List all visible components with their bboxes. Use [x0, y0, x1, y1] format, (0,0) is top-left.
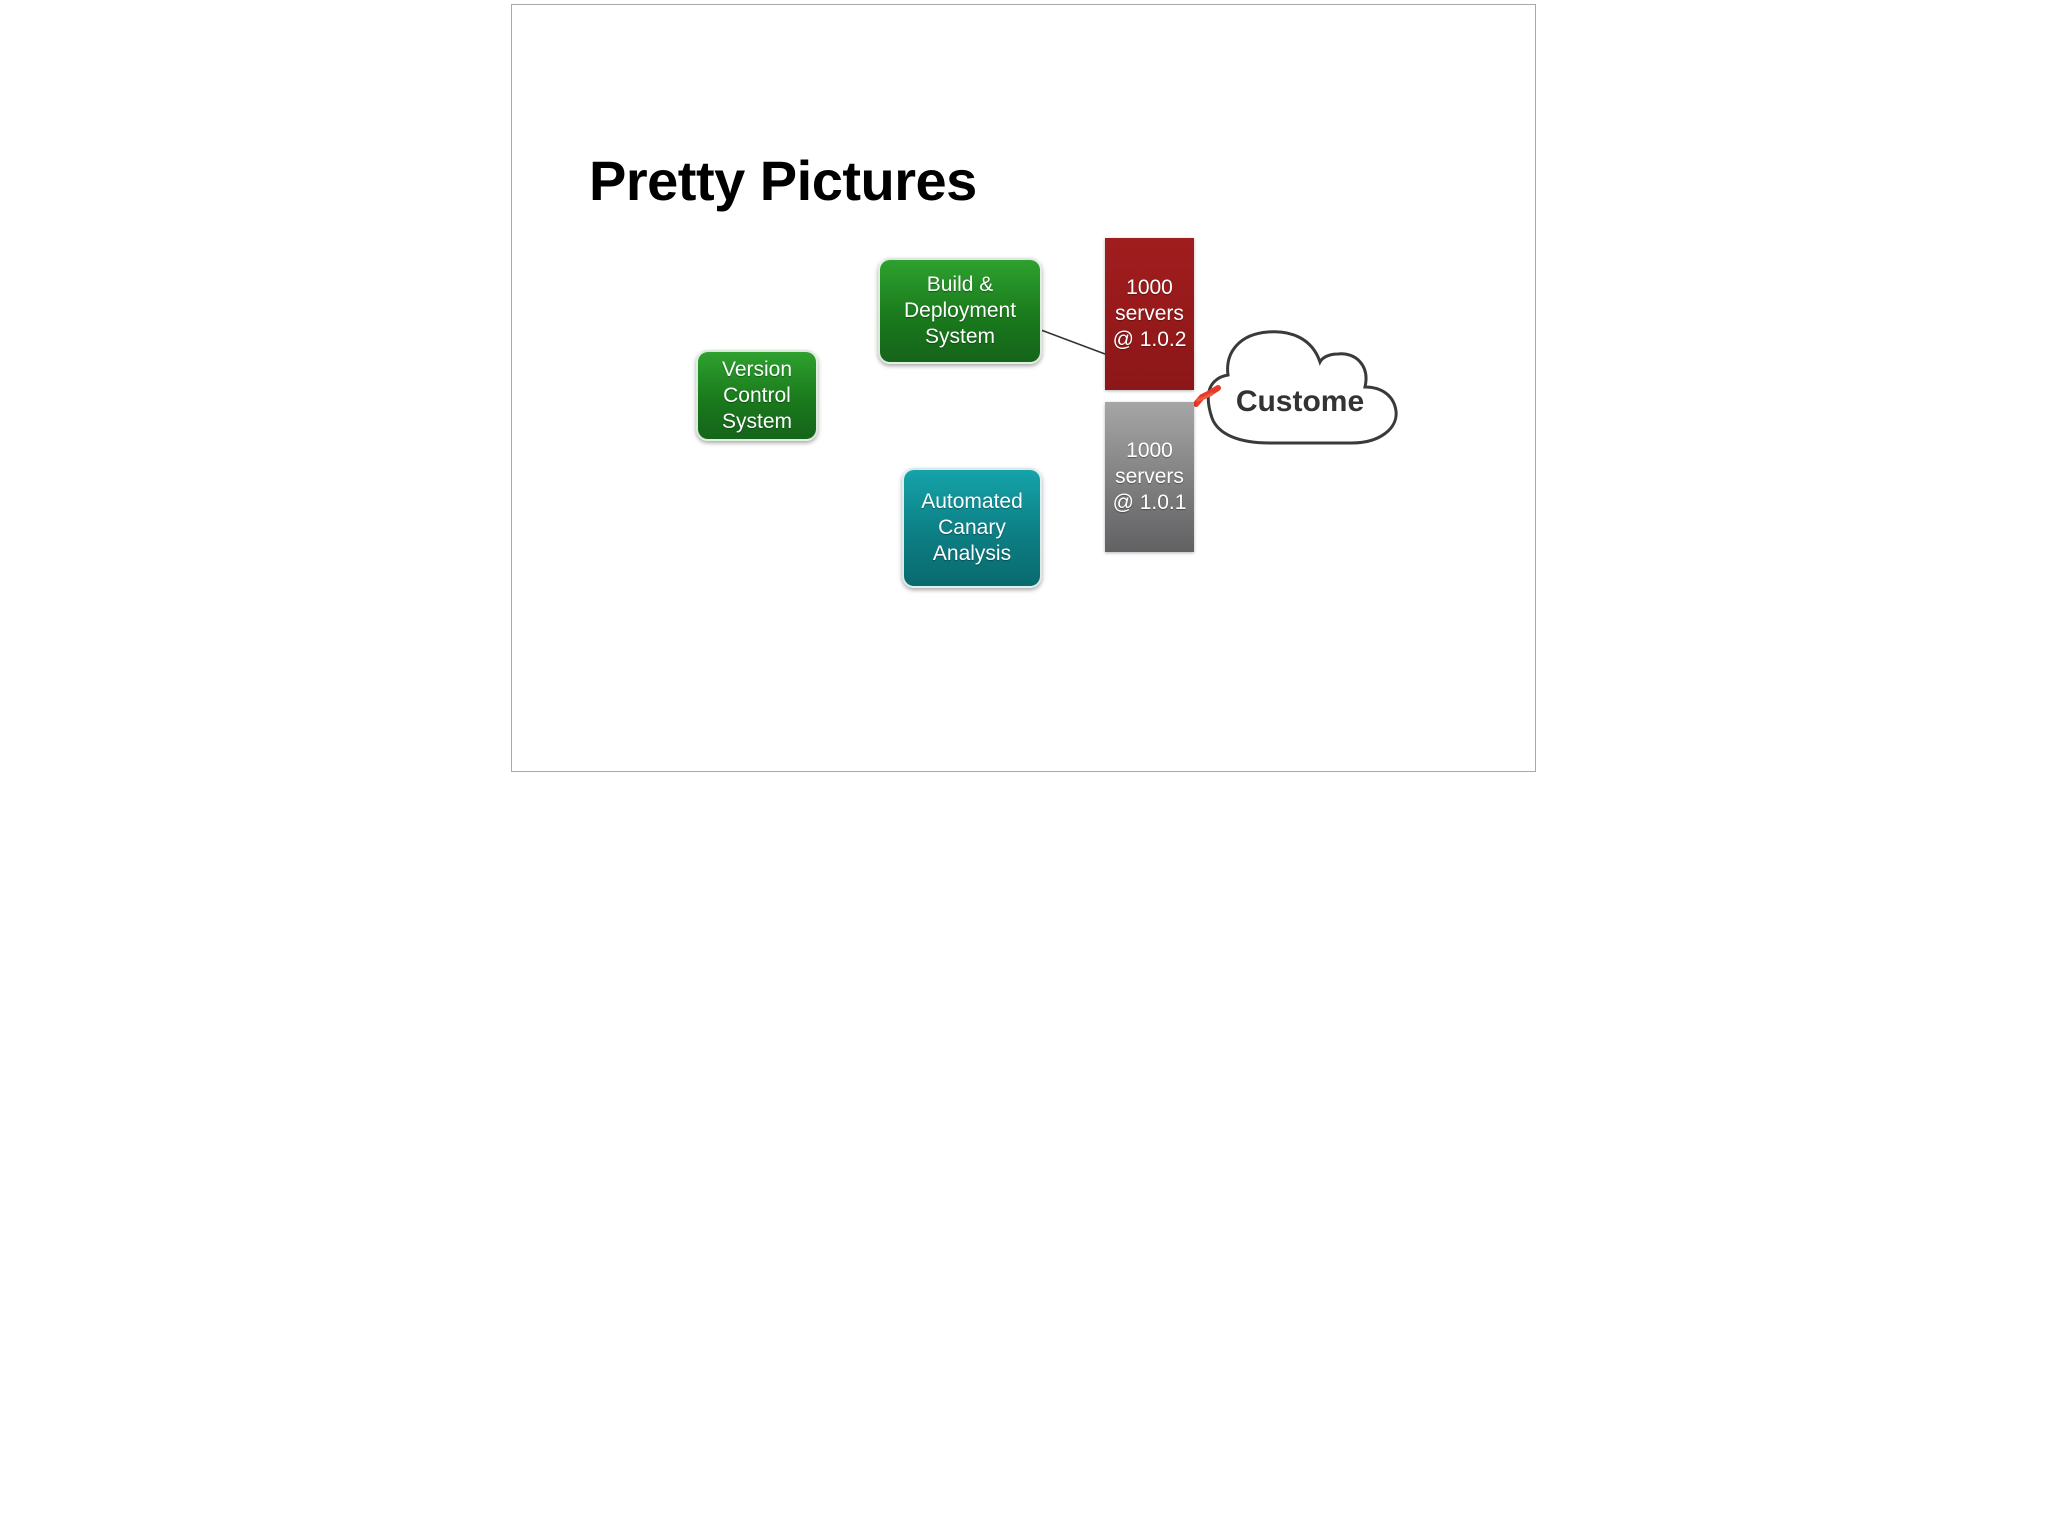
version-control-line-2: Control — [723, 383, 791, 407]
automated-canary-analysis-box: Automated Canary Analysis — [902, 468, 1042, 588]
servers-old-line-2: servers — [1115, 465, 1184, 488]
build-to-servers-connector — [1040, 329, 1106, 355]
traffic-arrow-highlight — [1196, 392, 1214, 402]
build-deploy-line-3: System — [924, 325, 995, 348]
canary-line-2: Canary — [938, 516, 1006, 539]
customer-cloud-label: Custome — [1235, 385, 1365, 418]
build-deploy-line-2: Deployment — [903, 299, 1017, 322]
canary-line-3: Analysis — [932, 542, 1012, 565]
servers-new-line-3: @ 1.0.2 — [1112, 328, 1187, 351]
servers-old-line-3: @ 1.0.1 — [1112, 491, 1187, 514]
canary-line-1: Automated — [921, 490, 1023, 513]
servers-new-version-box: 1000 servers @ 1.0.2 — [1105, 238, 1194, 390]
servers-old-version-box: 1000 servers @ 1.0.1 — [1105, 402, 1194, 552]
servers-old-line-1: 1000 — [1126, 439, 1173, 462]
build-deploy-line-1: Build & — [926, 273, 994, 296]
version-control-line-3: System — [721, 409, 792, 433]
servers-new-line-1: 1000 — [1126, 276, 1173, 299]
slide-title: Pretty Pictures — [589, 149, 977, 212]
servers-new-line-2: servers — [1115, 302, 1184, 325]
version-control-system-box: Version Control System — [696, 350, 818, 441]
version-control-line-1: Version — [721, 357, 793, 381]
build-deployment-system-box: Build & Deployment System — [878, 258, 1042, 364]
customer-cloud-shape — [1206, 330, 1398, 445]
